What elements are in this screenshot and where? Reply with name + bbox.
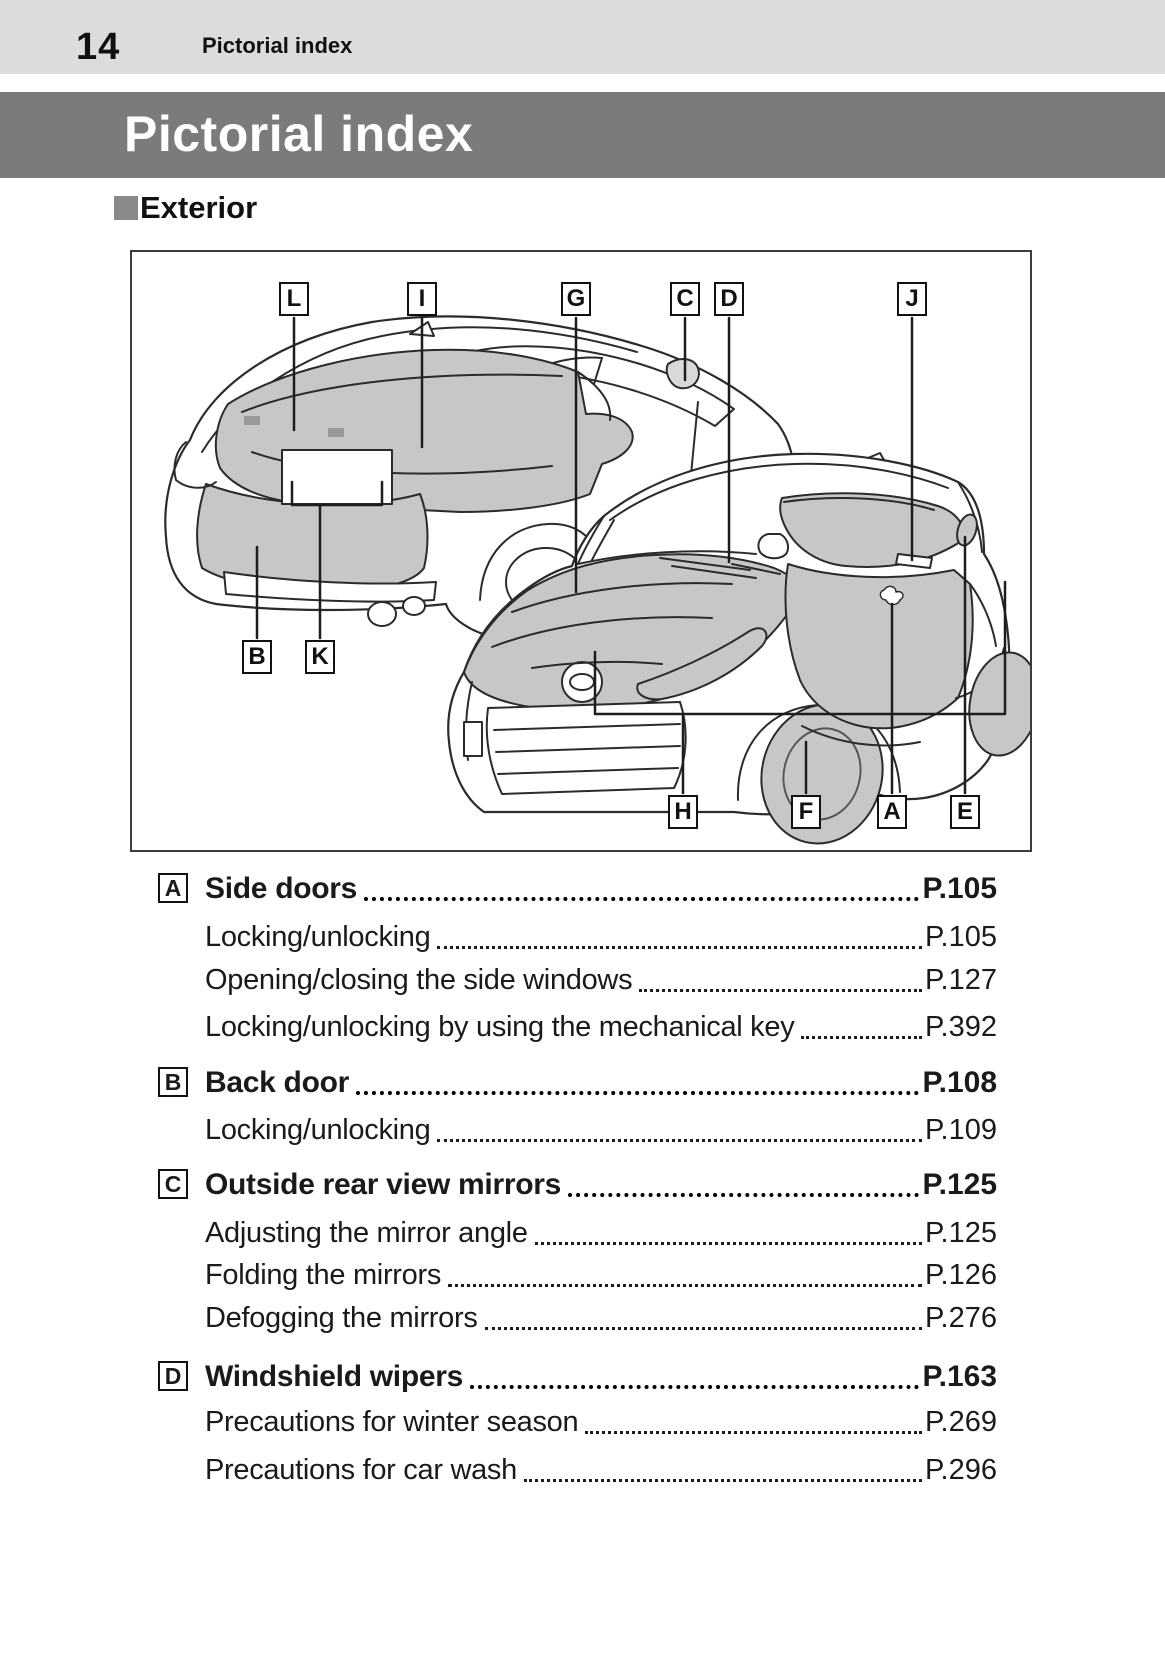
dot-leader (585, 1406, 922, 1434)
callout-label-J: J (897, 282, 927, 316)
chapter-banner: Pictorial index (0, 92, 1165, 178)
callout-label-G: G (561, 282, 591, 316)
index-subentry: Opening/closing the side windows P.127 (158, 964, 997, 996)
subentry-label: Locking/unlocking (205, 921, 431, 953)
page-reference: P.109 (924, 1114, 997, 1146)
index-subentry: Locking/unlocking P.109 (158, 1114, 997, 1146)
subentry-label: Adjusting the mirror angle (205, 1217, 528, 1249)
dot-leader (534, 1217, 922, 1245)
page-reference: P.127 (924, 964, 997, 996)
car-illustration (164, 315, 1030, 845)
chapter-title: Pictorial index (124, 106, 474, 162)
entry-letter-box: B (158, 1067, 188, 1097)
page-reference: P.108 (922, 1066, 997, 1099)
page-reference: P.276 (924, 1302, 997, 1334)
index-entry-side-doors: A Side doors P.105 (158, 873, 997, 905)
index-entry-back-door: B Back door P.108 (158, 1067, 997, 1099)
section-square-icon (114, 196, 138, 220)
exterior-diagram: L I G C D J B K H F A E (130, 250, 1032, 852)
section-title: Exterior (140, 190, 258, 225)
entry-letter-box: A (158, 873, 188, 903)
callout-label-K: K (305, 640, 335, 674)
callout-label-H: H (668, 795, 698, 829)
page-reference: P.105 (924, 921, 997, 953)
subentry-label: Precautions for car wash (205, 1454, 517, 1486)
callout-label-I: I (407, 282, 437, 316)
subentry-label: Locking/unlocking (205, 1114, 431, 1146)
subentry-label: Precautions for winter season (205, 1406, 579, 1438)
page-reference: P.392 (924, 1011, 997, 1043)
dot-leader (437, 1114, 922, 1142)
index-subentry: Locking/unlocking P.105 (158, 921, 997, 953)
index-subentry: Defogging the mirrors P.276 (158, 1302, 997, 1334)
dot-leader (356, 1067, 920, 1095)
page-reference: P.126 (924, 1259, 997, 1291)
dot-leader (484, 1302, 922, 1330)
dot-leader (364, 873, 920, 901)
section-heading: Exterior (114, 190, 257, 226)
page-reference: P.105 (922, 872, 997, 905)
index-subentry: Adjusting the mirror angle P.125 (158, 1217, 997, 1249)
callout-label-L: L (279, 282, 309, 316)
index-subentry: Precautions for car wash P.296 (158, 1454, 997, 1486)
entry-title: Back door (205, 1066, 350, 1099)
subentry-label: Locking/unlocking by using the mechanica… (205, 1011, 795, 1043)
entry-title: Side doors (205, 872, 358, 905)
entry-letter-box: C (158, 1169, 188, 1199)
callout-label-A: A (877, 795, 907, 829)
subentry-label: Folding the mirrors (205, 1259, 442, 1291)
page-reference: P.296 (924, 1454, 997, 1486)
page-number: 14 (76, 26, 121, 68)
dot-leader (523, 1454, 922, 1482)
dot-leader (437, 921, 922, 949)
entry-letter-box: D (158, 1361, 188, 1391)
running-header-bar: 14 Pictorial index (0, 0, 1165, 74)
page-reference: P.125 (922, 1168, 997, 1201)
page-reference: P.125 (924, 1217, 997, 1249)
subentry-label: Opening/closing the side windows (205, 964, 633, 996)
dot-leader (801, 1011, 922, 1039)
callout-label-C: C (670, 282, 700, 316)
dot-leader (448, 1259, 922, 1287)
index-subentry: Locking/unlocking by using the mechanica… (158, 1011, 997, 1043)
dot-leader (470, 1361, 920, 1389)
index-subentry: Folding the mirrors P.126 (158, 1259, 997, 1291)
callout-label-E: E (950, 795, 980, 829)
callout-label-D: D (714, 282, 744, 316)
page-reference: P.269 (924, 1406, 997, 1438)
index-subentry: Precautions for winter season P.269 (158, 1406, 997, 1438)
index-entry-mirrors: C Outside rear view mirrors P.125 (158, 1169, 997, 1201)
index-entry-wipers: D Windshield wipers P.163 (158, 1361, 997, 1393)
entry-title: Windshield wipers (205, 1360, 464, 1393)
callout-label-B: B (242, 640, 272, 674)
callout-label-F: F (791, 795, 821, 829)
dot-leader (568, 1169, 920, 1197)
subentry-label: Defogging the mirrors (205, 1302, 478, 1334)
dot-leader (639, 964, 922, 992)
page-reference: P.163 (922, 1360, 997, 1393)
running-header-title: Pictorial index (202, 33, 353, 58)
entry-title: Outside rear view mirrors (205, 1168, 561, 1201)
